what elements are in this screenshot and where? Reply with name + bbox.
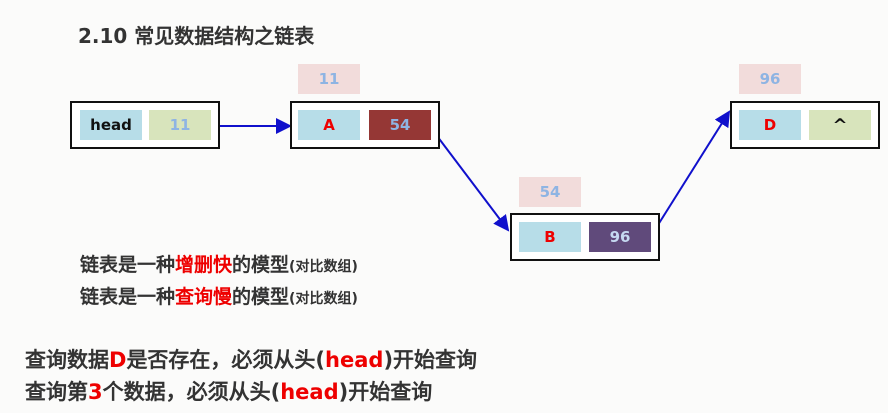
query-text: 个数据，必须从头( bbox=[102, 380, 281, 404]
note-aside: (对比数组) bbox=[289, 259, 358, 275]
query-line-2: 查询第3个数据，必须从头(head)开始查询 bbox=[25, 376, 432, 406]
head-next: 11 bbox=[149, 110, 211, 140]
query-highlight: head bbox=[325, 348, 384, 372]
node-b-next: 96 bbox=[589, 222, 651, 252]
node-b-address: 54 bbox=[519, 177, 581, 207]
query-text: 是否存在，必须从头( bbox=[126, 348, 326, 372]
node-a-data: A bbox=[298, 110, 360, 140]
arrow-a-to-b bbox=[430, 127, 510, 232]
node-a-next: 54 bbox=[369, 110, 431, 140]
node-b-data: B bbox=[519, 222, 581, 252]
note-highlight: 查询慢 bbox=[175, 286, 233, 308]
query-text: 查询第 bbox=[25, 380, 88, 404]
note-text: 链表是一种 bbox=[80, 286, 176, 308]
node-a: A 54 bbox=[290, 101, 440, 149]
arrow-b-to-d bbox=[650, 110, 731, 237]
query-text: 查询数据 bbox=[25, 348, 109, 372]
note-text: 的模型 bbox=[232, 254, 290, 276]
node-b: B 96 bbox=[510, 213, 660, 261]
note-line-1: 链表是一种增删快的模型(对比数组) bbox=[80, 250, 358, 277]
note-aside: (对比数组) bbox=[289, 291, 358, 307]
node-d: D ^ bbox=[730, 101, 880, 149]
head-label: head bbox=[80, 110, 142, 140]
node-a-address: 11 bbox=[298, 64, 360, 94]
query-line-1: 查询数据D是否存在，必须从头(head)开始查询 bbox=[25, 344, 477, 374]
head-node: head 11 bbox=[70, 101, 220, 149]
note-text: 链表是一种 bbox=[80, 254, 176, 276]
slide-title: 2.10 常见数据结构之链表 bbox=[78, 24, 315, 48]
node-d-null: ^ bbox=[809, 110, 871, 140]
query-text: )开始查询 bbox=[383, 348, 478, 372]
query-highlight: D bbox=[109, 348, 127, 372]
node-d-data: D bbox=[739, 110, 801, 140]
node-d-address: 96 bbox=[739, 64, 801, 94]
note-line-2: 链表是一种查询慢的模型(对比数组) bbox=[80, 282, 358, 309]
query-text: )开始查询 bbox=[338, 380, 433, 404]
query-highlight: 3 bbox=[88, 380, 103, 404]
note-text: 的模型 bbox=[232, 286, 290, 308]
query-highlight: head bbox=[280, 380, 339, 404]
note-highlight: 增删快 bbox=[175, 254, 233, 276]
